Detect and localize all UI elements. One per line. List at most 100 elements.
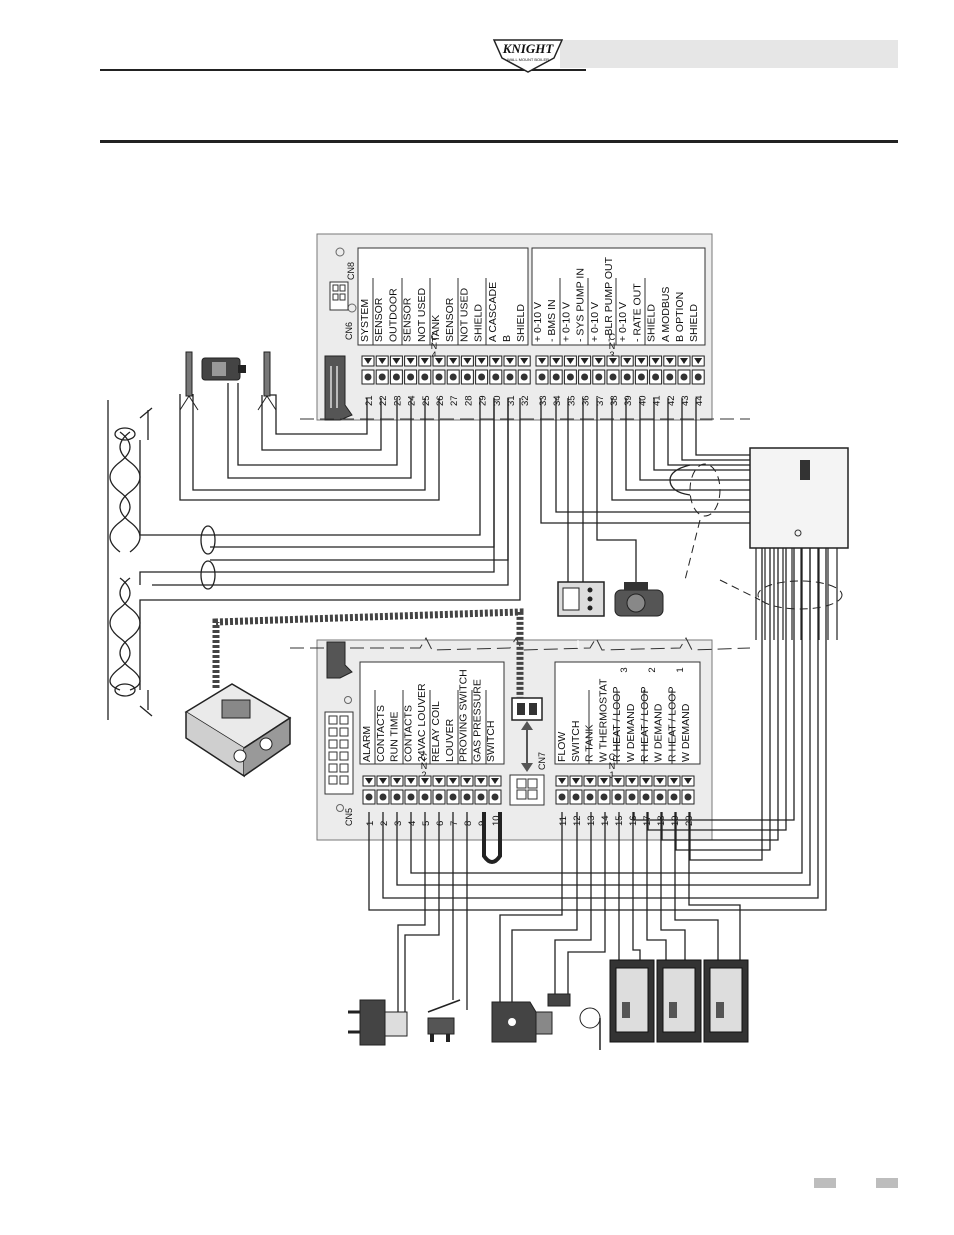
terminal-label: SHIELD: [473, 304, 485, 342]
terminal-number: 33: [538, 395, 549, 406]
terminal-label: CONTACTS: [402, 705, 414, 762]
terminal-label: R TANK: [584, 724, 596, 762]
terminal-label: SENSOR: [373, 297, 385, 342]
terminal-mark: [586, 778, 594, 784]
terminal-label: TANK: [430, 315, 442, 342]
connector-pin: [328, 763, 338, 773]
terminal-mark: [365, 778, 373, 784]
gas-pressure-switch-icon: [491, 1001, 553, 1043]
thermostat-face: [615, 967, 649, 1033]
screw-head: [600, 793, 608, 801]
screw-head: [680, 373, 688, 381]
terminal-label: SWITCH: [485, 721, 497, 762]
screw-head: [463, 793, 471, 801]
terminal-number: 43: [680, 395, 691, 406]
connector-pin: [339, 763, 349, 773]
screw-head: [566, 373, 574, 381]
terminal-mark: [520, 358, 529, 364]
bracket: [326, 641, 353, 679]
com-label: C: [609, 752, 616, 762]
thermostat-display: [622, 1002, 630, 1018]
terminal-label: W THERMOSTAT: [597, 678, 609, 762]
connector-pin: [339, 739, 349, 749]
outdoor-sensor-icon: [201, 357, 246, 381]
terminal-number: 32: [520, 395, 531, 406]
terminal-label: LOUVER: [444, 718, 456, 762]
screw-head: [581, 373, 589, 381]
terminal-number: 5: [421, 821, 432, 826]
cn5-label: CN5: [344, 808, 354, 826]
terminal-number: 40: [637, 395, 648, 406]
terminal-mark: [463, 358, 472, 364]
terminal-mark: [684, 778, 692, 784]
screw-head: [652, 373, 660, 381]
connector-pin: [339, 715, 349, 725]
cn8-connector: [329, 281, 349, 311]
screw-head: [492, 373, 500, 381]
terminal-number: 8: [463, 821, 474, 826]
com-label: C: [609, 332, 616, 342]
screw-head: [656, 793, 664, 801]
terminal-number: 7: [449, 821, 460, 826]
terminal-mark: [378, 358, 387, 364]
terminal-mark: [421, 778, 429, 784]
terminal-label: - BMS IN: [546, 299, 558, 342]
terminal-number: 24: [407, 395, 418, 406]
terminal-label: B: [501, 335, 513, 342]
terminal-mark: [392, 358, 401, 364]
terminal-label: SWITCH: [570, 721, 582, 762]
screw-head: [449, 373, 457, 381]
com-label: 3: [609, 350, 614, 360]
terminal-number: 44: [694, 395, 705, 406]
terminal-mark: [491, 358, 500, 364]
terminal-label: - SYS PUMP IN: [575, 268, 587, 342]
terminal-mark: [665, 358, 674, 364]
section-rule: [100, 140, 898, 143]
logo-text: KNIGHT: [502, 41, 555, 56]
terminal-mark: [463, 778, 471, 784]
connector-pin: [339, 751, 349, 761]
com-label: N: [609, 341, 616, 351]
board-break-line: [290, 636, 751, 651]
com-label: 4: [431, 350, 436, 360]
gas-switch-jumper: [482, 812, 502, 864]
armored-cable: [212, 608, 524, 698]
com-label: 1: [609, 770, 614, 780]
pump-control-icon: [557, 581, 605, 617]
zone-number: 3: [619, 667, 630, 672]
terminal-label: SENSOR: [444, 297, 456, 342]
screw-head: [538, 373, 546, 381]
terminal-label: FLOW: [556, 732, 568, 762]
relay-switch-icon: [427, 999, 461, 1042]
terminal-number: 31: [506, 395, 517, 406]
terminal-number: 4: [407, 821, 418, 826]
terminal-number: 27: [449, 395, 460, 406]
screw-head: [491, 793, 499, 801]
terminal-label: A MODBUS: [660, 287, 672, 342]
lower-wiring: [368, 548, 827, 1022]
terminal-label: B OPTION: [674, 292, 686, 342]
cn7-connector: [509, 774, 545, 806]
connector-pin: [328, 727, 338, 737]
terminal-label: RELAY COIL: [430, 701, 442, 762]
terminal-mark: [364, 358, 372, 364]
terminal-mark: [572, 778, 580, 784]
screw-head: [642, 793, 650, 801]
terminal-label: W DEMAND: [625, 703, 637, 762]
terminal-label: RUN TIME: [389, 711, 401, 762]
mount-hole: [335, 247, 345, 257]
screw-head: [365, 793, 373, 801]
terminal-number: 29: [478, 395, 489, 406]
connector-pin: [328, 751, 338, 761]
flow-switch-icon: [348, 999, 408, 1046]
terminal-label: OUTDOOR: [387, 288, 399, 342]
header-bar: [560, 40, 898, 68]
demand-wiring: [755, 548, 838, 640]
terminal-mark: [694, 358, 703, 364]
cn6-label: CN6: [344, 322, 354, 340]
terminal-number: 28: [463, 395, 474, 406]
terminal-mark: [552, 358, 561, 364]
terminal-label: - RATE OUT: [631, 283, 643, 342]
